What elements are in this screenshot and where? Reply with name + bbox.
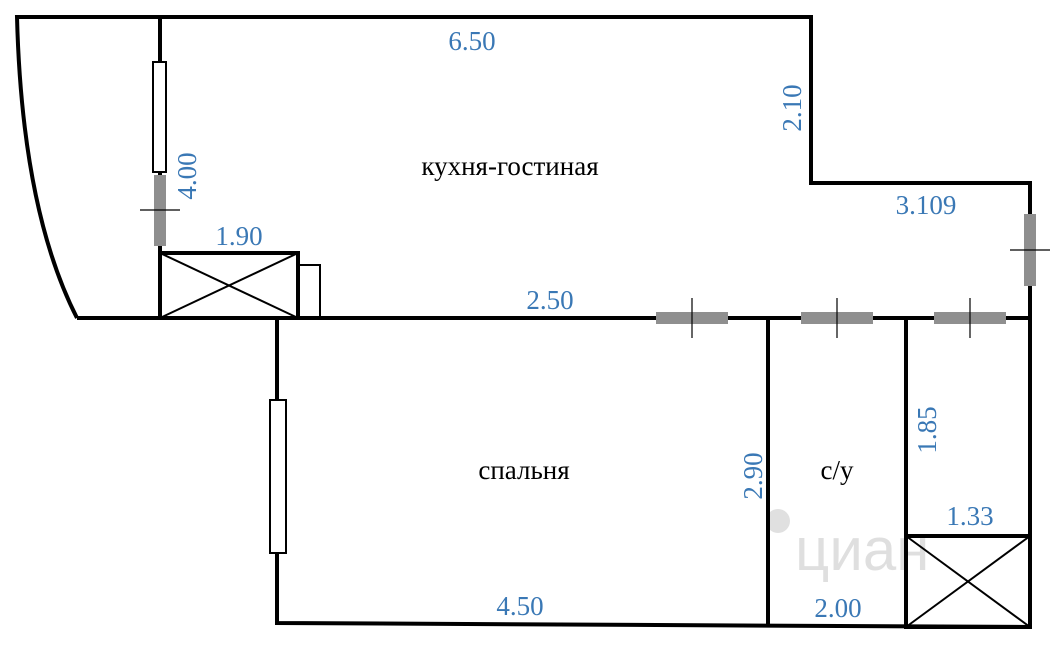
dim-bath-height: 1.85 [912,406,942,453]
dim-bedroom-width: 4.50 [496,591,543,621]
door-balcony [140,175,180,246]
window-bedroom [269,399,287,554]
window-living [152,61,167,173]
svg-text:циан: циан [795,516,929,583]
dim-step-height: 2.10 [777,84,807,131]
dim-top-width: 6.50 [448,26,495,56]
room-label-bathroom: с/у [821,455,854,485]
cian-watermark: циан [766,509,929,583]
room-label-bedroom: спальня [478,455,569,485]
dim-left-wall: 4.00 [172,152,202,199]
outer-wall-upper [14,15,1032,319]
vent-shaft-2 [904,534,1032,629]
dim-shaft2-width: 1.33 [946,501,993,531]
vent-shaft-1 [158,251,321,320]
door-bedroom [656,298,728,338]
dim-bedroom-height: 2.90 [738,452,768,499]
room-label-living-kitchen: кухня-гостиная [421,151,598,181]
dim-partition-length: 2.50 [526,285,573,315]
dim-right-width: 3.109 [896,190,957,220]
door-hall [934,298,1006,338]
dim-shaft-width: 1.90 [215,221,262,251]
door-bathroom [801,298,873,338]
door-right [1010,214,1050,286]
dim-bath-width: 2.00 [814,593,861,623]
